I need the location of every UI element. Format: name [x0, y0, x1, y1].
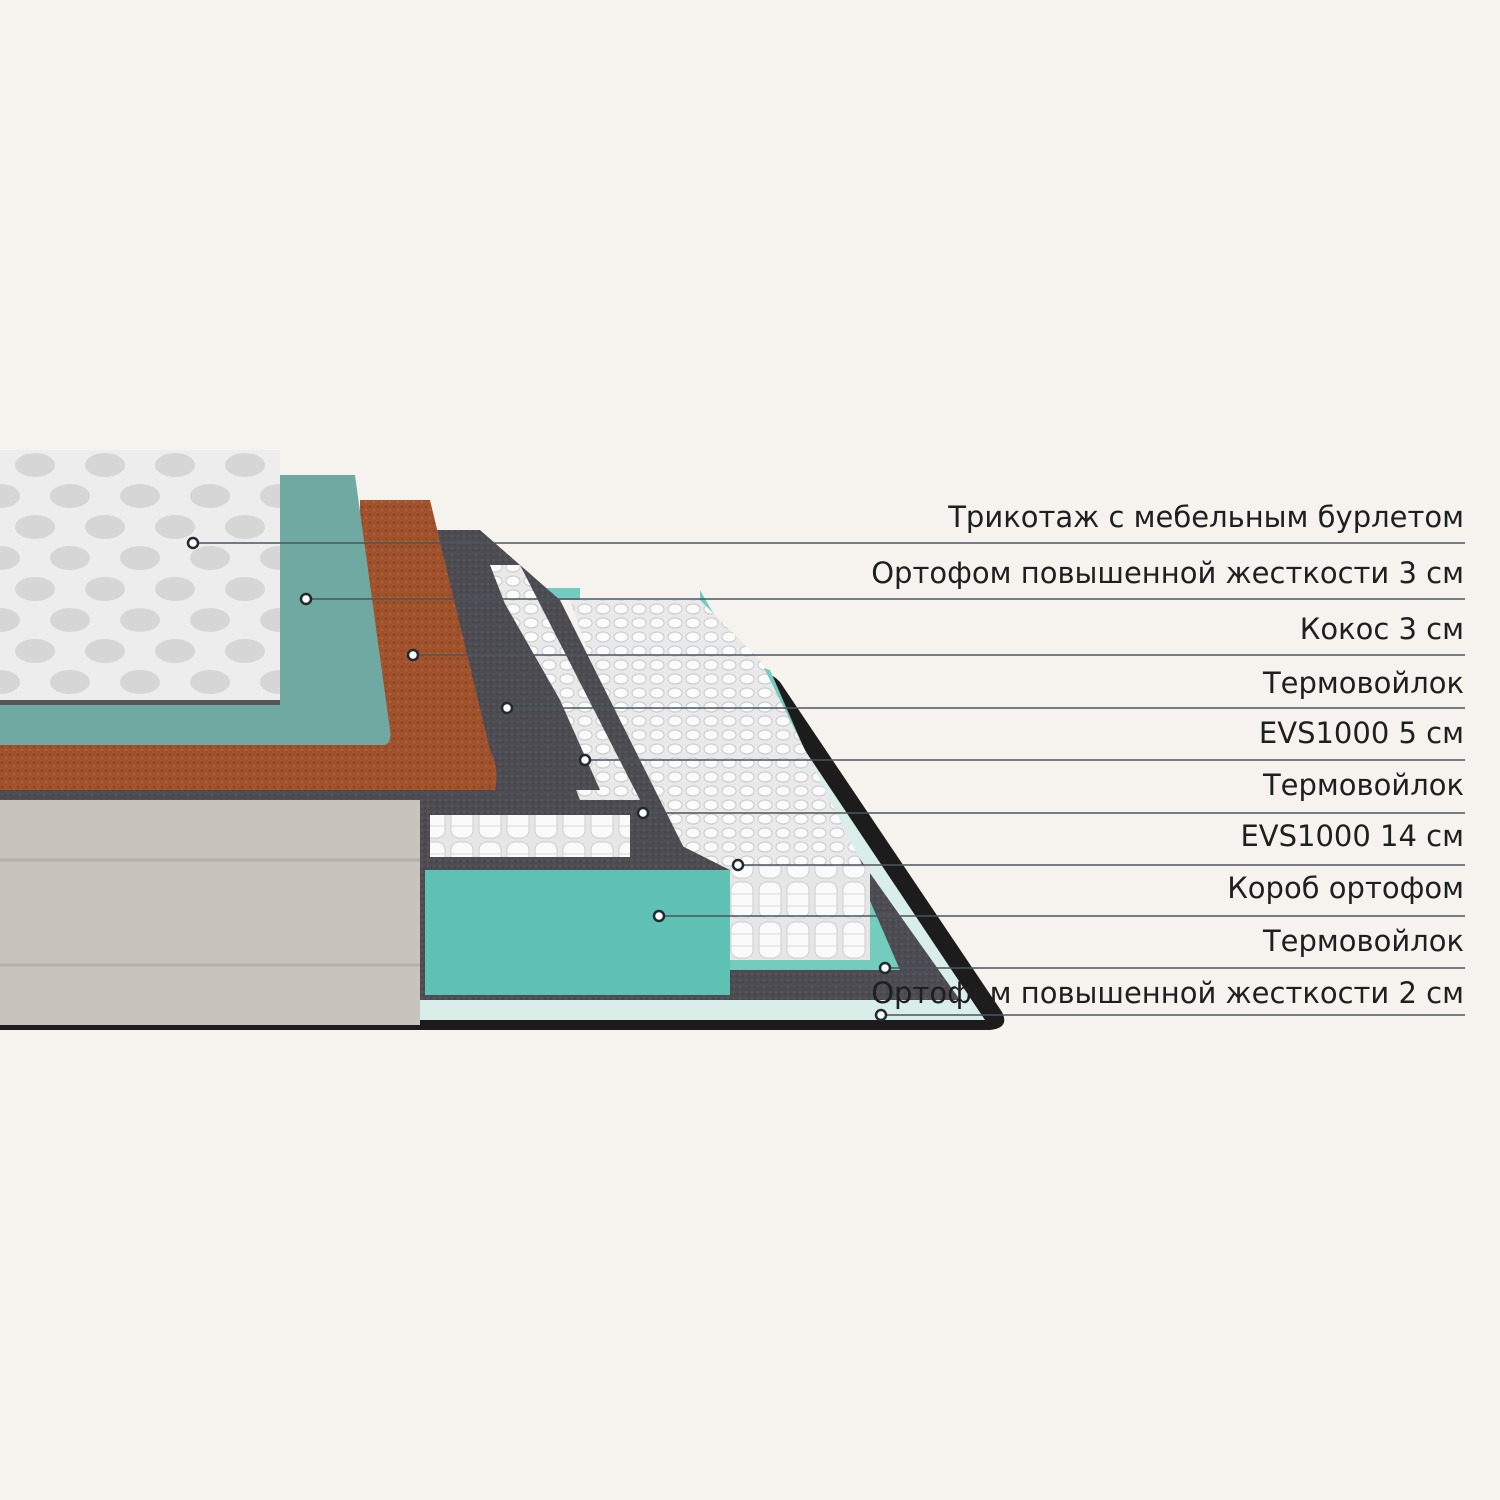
marker-dot [299, 592, 313, 606]
spring-layer-5-side [430, 815, 630, 857]
marker-dot [878, 961, 892, 975]
layer-label-felt-2: Термовойлок [1262, 768, 1464, 802]
marker-dot [578, 753, 592, 767]
layer-label-felt-1: Термовойлок [1262, 666, 1464, 700]
layer-label-evs-5: EVS1000 5 см [1258, 716, 1464, 750]
marker-dot [406, 648, 420, 662]
layer-label-coconut: Кокос 3 см [1299, 612, 1464, 646]
leader-lines [193, 542, 1465, 1016]
layer-label-orthofoam-3: Ортофом повышенной жесткости 3 см [871, 556, 1464, 590]
marker-dot [652, 909, 666, 923]
spring-layer-5 [490, 565, 640, 800]
layer-label-box: Короб ортофом [1227, 871, 1464, 905]
marker-dot [731, 858, 745, 872]
spring-block-14-side [730, 865, 870, 960]
layer-label-felt-3: Термовойлок [1262, 924, 1464, 958]
marker-dot [500, 701, 514, 715]
side-wall [0, 800, 420, 1025]
marker-dot [186, 536, 200, 550]
marker-dot [636, 806, 650, 820]
layer-label-orthofoam-2: Ортофом повышенной жесткости 2 см [871, 976, 1464, 1010]
knit-top-layer [0, 450, 280, 702]
box-orthofoam-layer [425, 870, 730, 995]
layer-label-knit: Трикотаж с мебельным бурлетом [948, 500, 1464, 534]
marker-dot [874, 1008, 888, 1022]
layer-label-evs-14: EVS1000 14 см [1240, 819, 1464, 853]
marker-dots [186, 536, 892, 1022]
